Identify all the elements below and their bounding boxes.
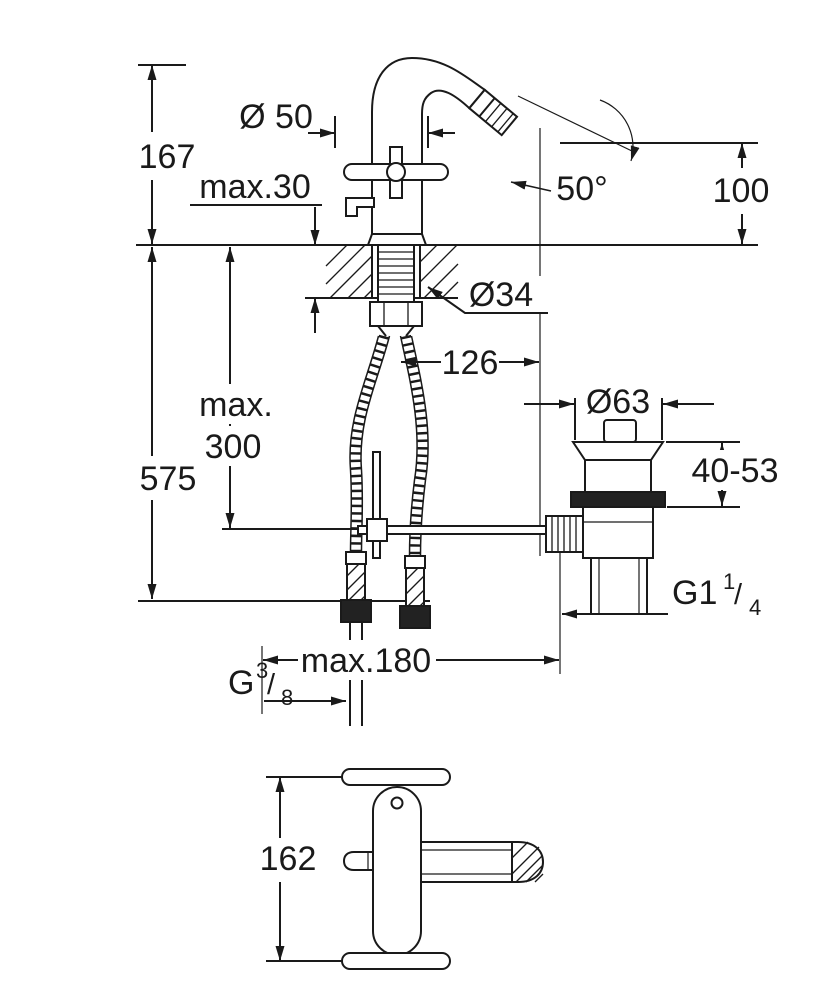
dim-575: 575 xyxy=(140,460,197,498)
dim-dia63: Ø63 xyxy=(586,383,650,421)
dim-dia34: Ø34 xyxy=(469,276,533,314)
label-mask xyxy=(582,384,654,418)
dim-max180: max.180 xyxy=(301,642,431,680)
dim-max-word: max. xyxy=(199,386,273,424)
supply-connectors xyxy=(340,551,431,726)
topview-cartridge-circle xyxy=(390,796,404,810)
right-connector-body xyxy=(405,567,425,607)
dim-100: 100 xyxy=(713,172,770,210)
label-mask xyxy=(298,640,436,680)
label-mask xyxy=(692,450,778,490)
hose-left-edge-a xyxy=(349,335,380,553)
aerator-hatch-lines xyxy=(511,841,544,883)
dim-162: 162 xyxy=(260,840,317,878)
nozzle-divider xyxy=(478,97,496,118)
left-connector-nut xyxy=(340,599,372,623)
dim-g38-slash: / xyxy=(267,669,276,701)
faucet-top-view xyxy=(341,768,545,970)
hose-right-braid xyxy=(401,334,428,557)
dimension-lines xyxy=(136,64,758,962)
deck-hatch-lines xyxy=(325,244,459,299)
label-mask xyxy=(712,168,772,214)
dim-g114-slash: / xyxy=(734,579,743,611)
handle-hub xyxy=(386,162,406,182)
angle-leader xyxy=(510,180,552,192)
label-mask xyxy=(466,276,544,312)
label-mask xyxy=(441,342,499,384)
shank-thread-lines xyxy=(378,251,414,295)
waste-neck xyxy=(584,459,652,493)
dim-4053: 40-53 xyxy=(692,452,779,490)
left-connector-top-nut xyxy=(345,551,367,565)
dim-167: 167 xyxy=(139,138,196,176)
pop-up-waste xyxy=(545,419,666,615)
swivel-line xyxy=(517,95,635,153)
pop-up-rod-vertical xyxy=(372,451,381,559)
waste-body xyxy=(582,506,654,559)
left-connector-hatch xyxy=(346,563,366,601)
fixing-nut xyxy=(369,301,423,327)
dim-g114-prefix: G1 xyxy=(672,574,717,612)
spout-body-outline xyxy=(371,56,487,246)
waste-plug-cap xyxy=(603,419,637,443)
knob-knurl-lines xyxy=(551,517,577,551)
swivel-arc-arrow xyxy=(599,99,640,162)
pop-up-lever xyxy=(345,197,375,217)
base-escutcheon xyxy=(366,233,428,246)
waste-outlet-pipe xyxy=(590,557,648,615)
dim-126: 126 xyxy=(442,344,499,382)
topview-body xyxy=(372,786,422,956)
shank-taper-right xyxy=(405,325,415,337)
dim-g38-numerator: 3 xyxy=(256,658,268,683)
waste-clamp-disc xyxy=(570,491,666,508)
dia34-leader xyxy=(427,286,548,314)
shank-taper-left xyxy=(377,325,387,337)
dim-g114-denominator: 4 xyxy=(749,595,761,620)
dim-g114-numerator: 1 xyxy=(723,569,735,594)
label-mask xyxy=(136,132,200,180)
dimension-labels: 167 Ø 50 max.30 50° 100 Ø34 126 max. 300… xyxy=(136,98,778,882)
dim-g38-prefix: G xyxy=(228,664,254,702)
right-connector-top-nut xyxy=(404,555,426,569)
dim-max-300: 300 xyxy=(205,428,262,466)
hose-left-braid xyxy=(350,334,389,553)
left-connector-body xyxy=(346,563,366,601)
label-mask xyxy=(194,426,272,466)
dim-max30: max.30 xyxy=(199,168,311,206)
faucet-front-view xyxy=(343,56,549,559)
label-mask xyxy=(256,838,320,882)
topview-handle-bottom xyxy=(341,952,451,970)
handle-spoke-bottom xyxy=(389,179,403,199)
right-connector-nut xyxy=(399,605,431,629)
topview-lever xyxy=(342,851,375,871)
nozzle-hatch-lines xyxy=(485,102,514,133)
waste-flange xyxy=(571,441,665,461)
flexible-hoses xyxy=(349,334,429,557)
dim-dia50: Ø 50 xyxy=(239,98,313,136)
rod-clamp xyxy=(366,518,388,542)
dim-g38-denominator: 8 xyxy=(281,685,293,710)
dim-angle50: 50° xyxy=(556,170,607,208)
label-mask xyxy=(190,384,282,424)
topview-handle-top xyxy=(341,768,451,786)
label-mask xyxy=(137,456,201,500)
